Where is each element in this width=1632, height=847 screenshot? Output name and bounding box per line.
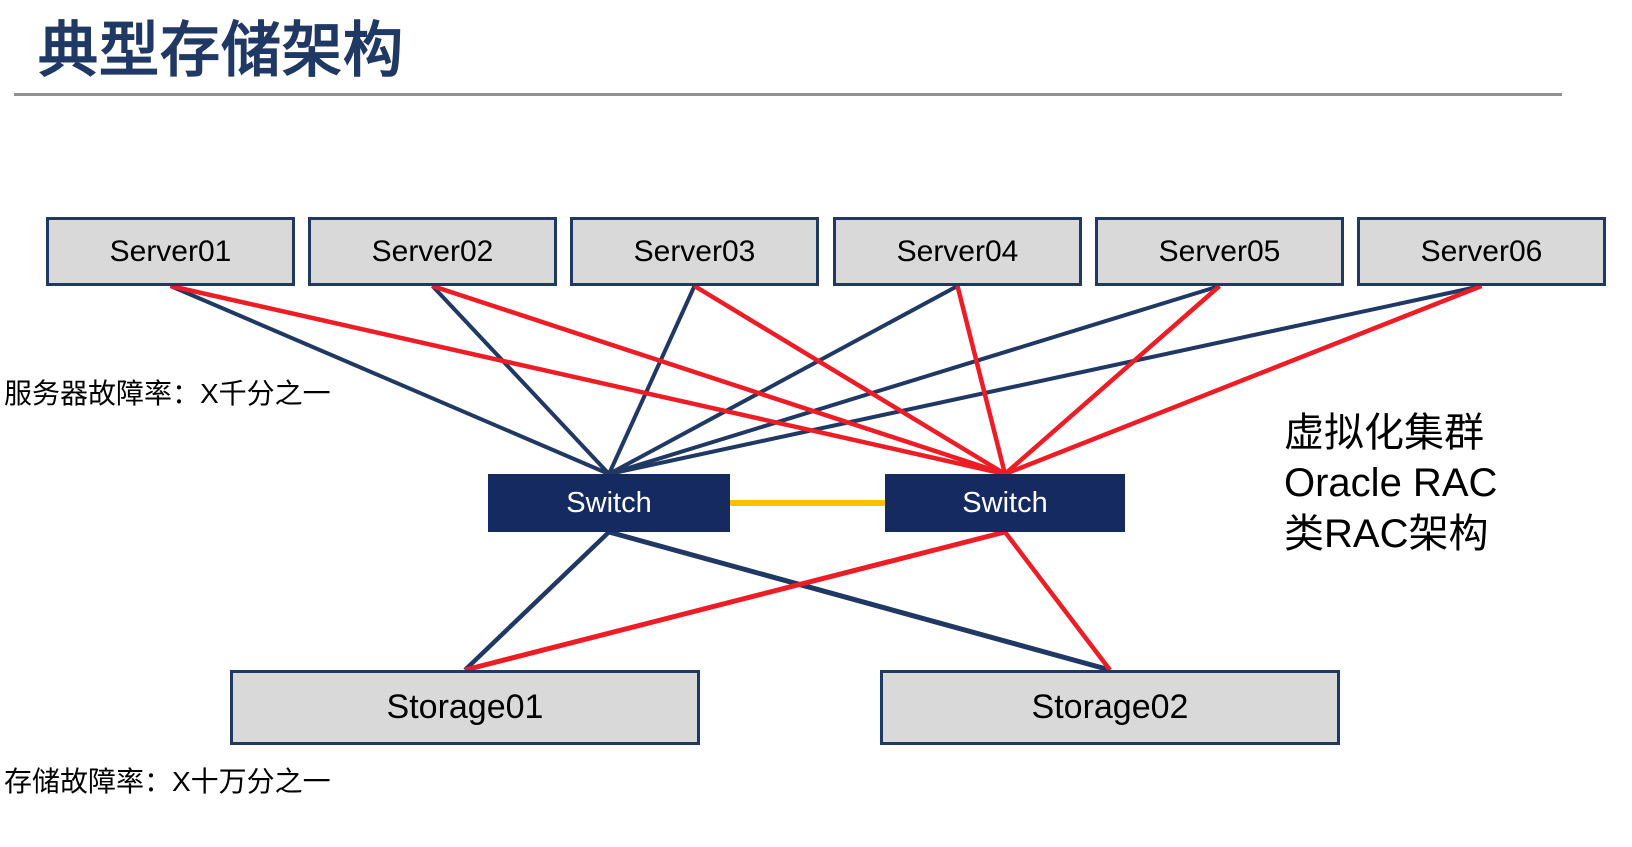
switch2-box: Switch — [885, 474, 1125, 532]
link-server06-switch1 — [608, 284, 1482, 476]
cluster-note-line2: Oracle RAC — [1284, 461, 1498, 506]
link-server05-switch1 — [608, 284, 1221, 476]
link-server01-switch1 — [169, 284, 610, 476]
server03-label: Server03 — [633, 234, 756, 268]
server06-label: Server06 — [1420, 234, 1543, 268]
link-server04-switch1 — [608, 284, 959, 476]
storage02-box: Storage02 — [880, 670, 1340, 745]
server04-box: Server04 — [833, 217, 1082, 286]
storage01-box: Storage01 — [230, 670, 700, 745]
link-server04-switch2 — [955, 285, 1008, 475]
storage02-label: Storage02 — [1031, 688, 1189, 726]
link-switch2-storage02 — [1003, 530, 1112, 672]
server05-box: Server05 — [1095, 217, 1344, 286]
link-server02-switch1 — [431, 284, 611, 476]
switch2-label: Switch — [962, 486, 1048, 519]
page-title: 典型存储架构 — [38, 17, 404, 84]
link-server03-switch1 — [607, 285, 697, 475]
switch1-box: Switch — [488, 474, 730, 532]
link-server05-switch2 — [1003, 284, 1221, 476]
cluster-note-line1: 虚拟化集群 — [1284, 411, 1484, 455]
link-switch1-storage01 — [463, 530, 611, 672]
link-server01-switch2 — [170, 283, 1006, 477]
storage-failure-rate-note: 存储故障率：X十万分之一 — [4, 766, 331, 797]
server-failure-rate-note: 服务器故障率：X千分之一 — [4, 378, 331, 409]
server06-box: Server06 — [1357, 217, 1606, 286]
server01-box: Server01 — [46, 217, 295, 286]
server04-label: Server04 — [896, 234, 1019, 268]
server05-label: Server05 — [1158, 234, 1281, 268]
cluster-note-line3: 类RAC架构 — [1284, 511, 1489, 556]
server01-label: Server01 — [109, 234, 232, 268]
link-server03-switch2 — [693, 284, 1007, 476]
link-switch1-storage02 — [608, 529, 1111, 673]
title-divider — [14, 93, 1562, 96]
cluster-architecture-note: 虚拟化集群 Oracle RAC 类RAC架构 — [1284, 408, 1497, 559]
server02-label: Server02 — [371, 234, 494, 268]
server03-box: Server03 — [570, 217, 819, 286]
link-server02-switch2 — [431, 283, 1006, 477]
switch1-label: Switch — [566, 486, 652, 519]
link-server06-switch2 — [1004, 283, 1483, 477]
link-switch2-storage01 — [464, 529, 1006, 673]
storage01-label: Storage01 — [386, 688, 544, 726]
server02-box: Server02 — [308, 217, 557, 286]
